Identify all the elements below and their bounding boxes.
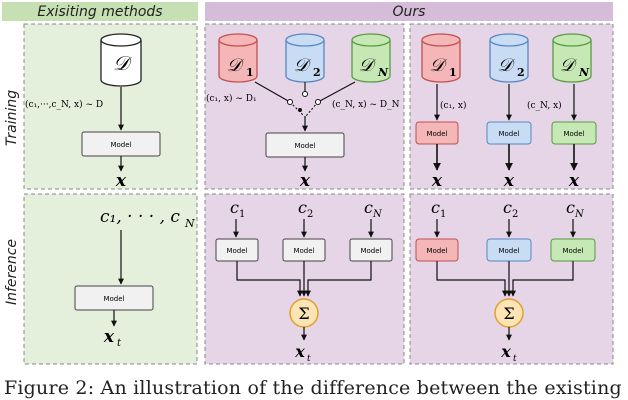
dataset-d-cylinder (100, 33, 142, 87)
dataset-d2-separate-label: 𝒟 (498, 55, 516, 76)
separate-cond-cn: c (566, 198, 575, 217)
dataset-d1-separate-label: 𝒟 (430, 55, 448, 76)
separate-training-model-2-label: Model (498, 130, 519, 138)
merged-left-pair-label: (c₁, x) ~ D₁ (206, 93, 257, 104)
separate-inference-model-1-label: Model (426, 247, 447, 255)
figure-caption: Figure 2: An illustration of the differe… (4, 377, 622, 399)
dataset-d2-sub: 2 (313, 66, 321, 79)
separate-cond-c2-sub: 2 (512, 209, 518, 220)
merged-inference-model-1-label: Model (226, 247, 247, 255)
existing-header (2, 2, 198, 21)
merged-cond-c1-sub: 1 (239, 209, 245, 220)
existing-inference-model-label: Model (103, 295, 124, 303)
separate-cond-c1: c (431, 198, 440, 217)
separate-inference-model-2-label: Model (498, 247, 519, 255)
separate-inference-output: x (500, 342, 511, 361)
dataset-d1-sub: 1 (246, 66, 254, 79)
dataset-d1-cylinder (218, 33, 258, 83)
dataset-d2-cylinder (285, 33, 325, 83)
separate-training-output-2: x (503, 171, 515, 191)
separate-cond-c1-sub: 1 (440, 209, 446, 220)
merged-cond-c1: c (230, 198, 239, 217)
merged-inference-output-sub: t (307, 354, 311, 364)
separate-training-output-1: x (431, 171, 443, 191)
separate-cond-cn-sub: N (574, 209, 585, 220)
existing-pair-label: (c₁,···,c_N, x) ~ D (25, 99, 103, 110)
separate-inference-model-n-label: Model (562, 247, 583, 255)
merged-cond-c2: c (298, 198, 307, 217)
dataset-dn-separate-sub: N (578, 66, 590, 79)
ours-header-label: Ours (393, 4, 426, 20)
separate-sum-symbol: Σ (503, 304, 514, 323)
separate-inference-output-sub: t (513, 354, 517, 364)
ours-header (205, 2, 613, 21)
dataset-d1-label: 𝒟 (227, 55, 245, 76)
existing-cond-list: c₁, · · · , c (100, 207, 180, 227)
dataset-d2-separate-sub: 2 (517, 66, 525, 79)
merged-cond-cn-sub: N (372, 209, 383, 220)
existing-cond-list-sub: N (184, 217, 195, 230)
existing-inference-output-sub: t (117, 338, 122, 349)
dataset-dn-separate-cylinder (552, 33, 592, 83)
dataset-d-label: 𝒟 (113, 51, 133, 75)
merged-sum-symbol: Σ (298, 304, 309, 323)
merged-inference-model-n-label: Model (360, 247, 381, 255)
dataset-dn-label: 𝒟 (359, 55, 377, 76)
existing-inference-panel (23, 193, 198, 365)
merged-inference-output: x (294, 342, 305, 361)
separate-cond-c2: c (503, 198, 512, 217)
merged-cond-c2-sub: 2 (307, 209, 313, 220)
dataset-d2-label: 𝒟 (294, 55, 312, 76)
merged-cond-cn: c (364, 198, 373, 217)
dataset-dn-sub: N (377, 66, 389, 79)
dataset-d1-separate-cylinder (421, 33, 461, 83)
merged-right-pair-label: (c_N, x) ~ D_N (332, 99, 400, 110)
separate-training-model-n-label: Model (563, 130, 584, 138)
existing-header-label: Exisiting methods (37, 4, 162, 20)
merged-training-output: x (299, 171, 311, 191)
training-row-label: Training (4, 90, 20, 146)
inference-row-label: Inference (4, 239, 20, 305)
dataset-d1-separate-sub: 1 (449, 66, 457, 79)
dataset-dn-cylinder (351, 33, 391, 83)
dataset-dn-separate-label: 𝒟 (560, 55, 578, 76)
existing-inference-output: x (103, 327, 115, 347)
dataset-d2-separate-cylinder (489, 33, 529, 83)
separate-cn-pair-label: (c_N, x) (527, 100, 562, 111)
merged-training-model-label: Model (294, 142, 315, 150)
separate-c1-pair-label: (c₁, x) (440, 100, 466, 111)
merged-inference-model-2-label: Model (293, 247, 314, 255)
existing-training-output: x (115, 171, 127, 191)
separate-training-model-1-label: Model (426, 130, 447, 138)
existing-training-model-label: Model (110, 141, 131, 149)
separate-training-output-n: x (568, 171, 580, 191)
